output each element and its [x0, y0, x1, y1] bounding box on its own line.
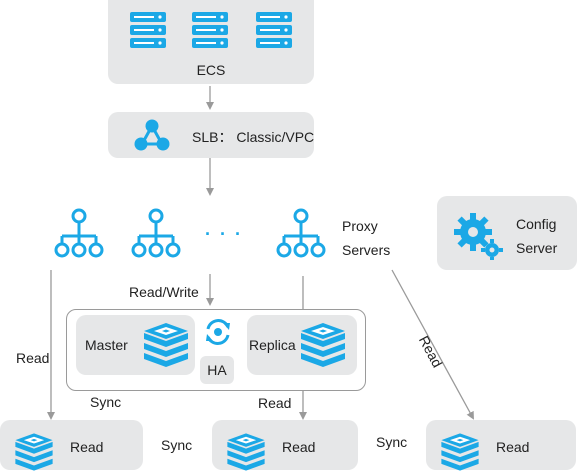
server-icon	[254, 10, 294, 50]
sync-cycle-icon	[206, 319, 230, 345]
config-label-line1: Config	[516, 216, 557, 232]
replica-label: Replica	[249, 337, 296, 353]
slb-label: SLB： Classic/VPC	[192, 129, 315, 145]
read-node-label: Read	[282, 439, 316, 455]
database-icon	[224, 433, 268, 471]
cluster-sync-label: Sync	[90, 394, 122, 410]
proxy-icon	[131, 208, 181, 258]
proxy-label-line1: Proxy	[342, 218, 378, 234]
ecs-label: ECS	[196, 62, 226, 78]
database-icon	[140, 323, 192, 367]
ellipsis-dots: · · ·	[205, 224, 243, 244]
database-icon	[297, 323, 349, 367]
read-label-mid: Read	[258, 395, 292, 411]
read-node-label: Read	[496, 439, 530, 455]
cluster-container: Master HA Replica	[66, 309, 366, 391]
bottom-sync-label: Sync	[161, 437, 193, 453]
arrow-diag-read	[391, 269, 474, 420]
ecs-box: ECS	[108, 0, 314, 84]
proxy-icon	[276, 208, 326, 258]
read-node-2: Read	[212, 420, 358, 470]
gears-icon	[454, 213, 503, 260]
server-icon	[128, 10, 168, 50]
master-node: Master	[76, 315, 195, 375]
server-icon	[190, 10, 230, 50]
bottom-sync-label: Sync	[376, 434, 408, 450]
read-node-3: Read	[426, 420, 576, 470]
database-icon	[438, 433, 482, 471]
ha-label: HA	[207, 362, 227, 378]
ha-box: HA	[200, 356, 234, 384]
replica-node: Replica	[247, 315, 357, 375]
read-label-left: Read	[16, 350, 50, 366]
config-label-line2: Server	[516, 240, 558, 256]
proxy-label-line2: Servers	[342, 242, 391, 258]
config-server-box: Config Server	[437, 196, 577, 270]
read-node-label: Read	[70, 439, 104, 455]
slb-box: SLB： Classic/VPC	[108, 112, 314, 158]
proxy-icon	[54, 208, 104, 258]
database-icon	[12, 433, 56, 471]
master-label: Master	[85, 337, 128, 353]
read-node-1: Read	[0, 420, 143, 470]
load-balancer-icon	[134, 119, 170, 151]
read-write-label: Read/Write	[129, 284, 199, 300]
